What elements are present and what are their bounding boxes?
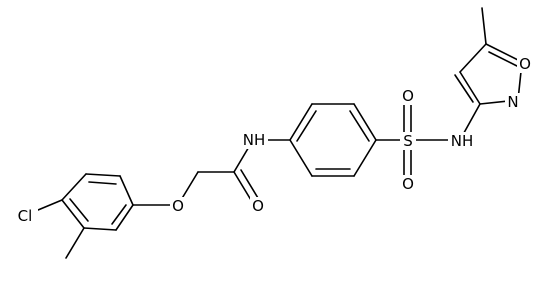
bond — [61, 173, 87, 201]
bonds — [25, 7, 523, 259]
bond — [61, 199, 85, 229]
bond — [485, 43, 523, 63]
bond — [488, 51, 518, 67]
sulfonyl-oxygen-top-atom-label: O — [402, 87, 414, 105]
bond — [459, 43, 487, 73]
bond — [289, 139, 313, 177]
bond — [88, 181, 117, 185]
bond — [353, 103, 377, 141]
bond — [459, 71, 481, 105]
bond — [296, 110, 317, 142]
bond — [69, 198, 89, 222]
ring-oxygen-atom-label: O — [519, 55, 531, 73]
bond — [349, 110, 370, 142]
sulfonyl-oxygen-bottom-atom-label: O — [402, 175, 414, 193]
atom-labels: Cl O O NH S O O NH N O — [12, 55, 533, 225]
ring-nitrogen-atom-label: N — [507, 93, 518, 111]
bond — [454, 74, 474, 103]
carbonyl-oxygen-atom-label: O — [252, 197, 264, 215]
sulfonamide-nh-atom-label: NH — [451, 132, 474, 150]
bond — [85, 173, 121, 177]
bond — [119, 175, 134, 206]
bond — [65, 227, 85, 259]
bond — [111, 204, 127, 225]
bond — [289, 103, 313, 141]
bond — [353, 139, 377, 177]
ether-oxygen-atom-label: O — [172, 197, 184, 215]
bond — [115, 204, 134, 231]
chlorine-atom-label: Cl — [18, 207, 33, 225]
sulfur-atom-label: S — [403, 132, 413, 150]
bond — [481, 7, 487, 45]
amide-nh-atom-label: NH — [243, 131, 266, 149]
bond — [83, 227, 117, 231]
